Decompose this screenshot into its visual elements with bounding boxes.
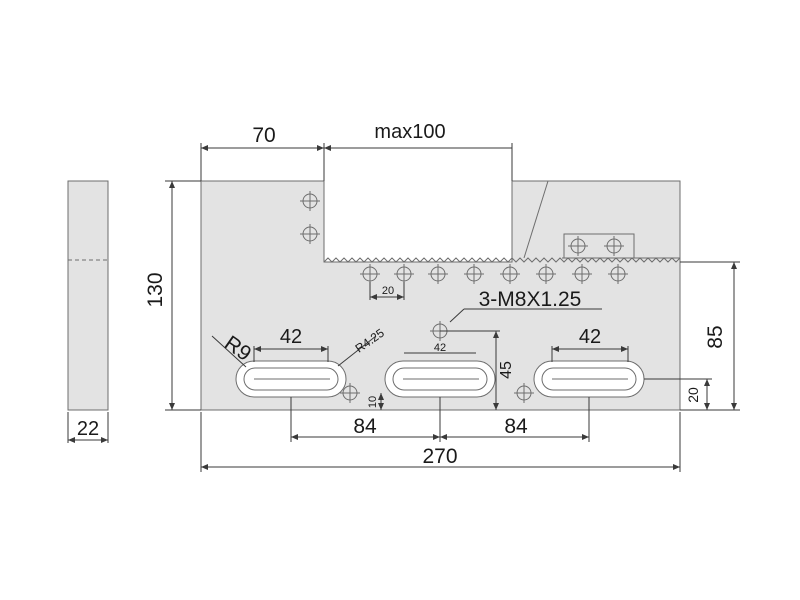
label-20-tap: 20 <box>382 285 394 297</box>
hole-row-1 <box>360 264 380 284</box>
serrated-jaw <box>323 257 681 263</box>
hole-lower-left <box>340 383 360 403</box>
dimension-labels: 70 max100 130 22 42 42 R9 R4.25 3-M8X1.2… <box>77 121 727 468</box>
label-45: 45 <box>498 361 515 379</box>
slot-middle <box>384 360 496 398</box>
side-view <box>67 180 109 443</box>
label-270: 270 <box>422 445 457 468</box>
slot-right <box>533 360 645 398</box>
leader-thread <box>449 308 465 323</box>
hole-top-2 <box>300 224 320 244</box>
hole-row-3 <box>428 264 448 284</box>
label-130: 130 <box>144 272 167 307</box>
slot-left <box>235 360 347 398</box>
hole-row-8 <box>608 264 628 284</box>
hole-top-1 <box>300 191 320 211</box>
leader-r4-25 <box>337 335 377 367</box>
label-20-right: 20 <box>685 387 701 403</box>
holes <box>300 191 628 403</box>
jaw-angle-line <box>523 180 549 259</box>
label-max100: max100 <box>374 121 445 143</box>
hole-row-6 <box>536 264 556 284</box>
label-84-right: 84 <box>504 415 528 438</box>
hole-row-2 <box>394 264 414 284</box>
label-42-center: 42 <box>434 342 446 354</box>
hole-row-7 <box>572 264 592 284</box>
dimension-lines <box>165 143 740 472</box>
label-70: 70 <box>252 124 275 147</box>
label-thread-spec: 3-M8X1.25 <box>479 288 582 311</box>
hole-clamp-2 <box>604 236 624 256</box>
label-84-left: 84 <box>353 415 377 438</box>
slots <box>235 360 645 398</box>
hole-clamp-1 <box>568 236 588 256</box>
label-22: 22 <box>77 418 99 440</box>
hole-row-4 <box>464 264 484 284</box>
hole-row-5 <box>500 264 520 284</box>
label-10: 10 <box>367 396 379 408</box>
side-view-plate <box>67 180 109 411</box>
hole-lower-right <box>514 383 534 403</box>
label-42-left: 42 <box>280 326 302 348</box>
label-85: 85 <box>704 325 727 348</box>
label-42-right: 42 <box>579 326 601 348</box>
leader-r9 <box>211 335 247 368</box>
